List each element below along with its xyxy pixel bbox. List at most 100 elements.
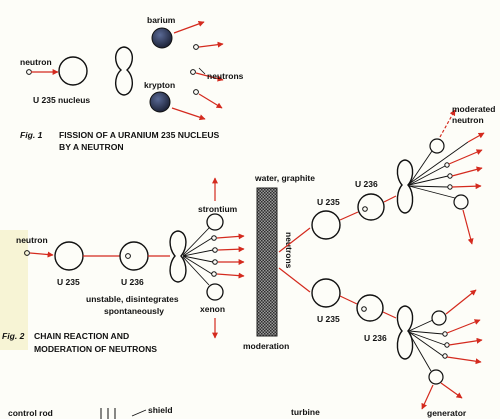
fig2-burst-6 [182,256,210,286]
fig2-lower-ray-4 [408,331,444,357]
fig2-burst-1 [182,227,210,256]
fig2-lower-arrow-b [446,319,481,334]
fig2-caption-line1: CHAIN REACTION AND [34,331,129,341]
fig2-emitted-neutrons [182,227,245,286]
fig2-lower-link-2 [382,311,397,319]
fig2-upper-link-1 [339,211,359,221]
fig2-upper-ray-5 [408,185,456,199]
fig1-neutron-1-arrow [198,41,224,48]
fig2-upper-fragment-top [429,138,445,154]
fig2-upper-fragment-bottom [453,194,469,210]
fig2-burst-4 [182,255,214,263]
fig3-shield-pointer [131,409,147,417]
fig2-lower-arrow-c [448,337,483,346]
fig1-neutrons-pointer [198,67,206,75]
fig2-upper-arrow-c [448,149,483,165]
fig2-burst-5 [182,255,213,275]
fig2-upper-ray-1 [408,150,433,186]
fig2-incoming-neutron [24,250,30,256]
fig1-neutrons-label: neutrons [207,71,244,81]
fig2-neutrons-vertical-label: neutrons [284,232,294,269]
fig2-lower-arrow-f [421,384,434,410]
fig1-caption-line2: BY A NEUTRON [59,142,124,152]
fig2-upper-neutron-3 [447,184,453,190]
fig2-upper-u236-absorbed [362,206,368,212]
fig1-group: neutron U 235 nucleus barium krypton neu… [20,15,244,121]
fig3-shield-label: shield [148,405,173,415]
fig2-upper-neutron-2 [447,173,453,179]
fig1-barium-fragment [151,27,173,49]
fig2-lower-fragment-top [431,310,447,326]
fig2-moderated-up [278,227,311,253]
fig2-lower-arrow-a [445,289,477,315]
fig1-incoming-neutron [26,69,32,75]
fig2-upper-arrow-f [462,209,474,245]
fig2-group: neutron U 235 U 236 unstable, disintegra… [16,104,495,410]
fig2-lower-ray-1 [408,319,434,332]
fig2-moderated-line2: neutron [452,115,484,125]
fig2-moderated-down [278,267,311,293]
fig2-u236-label: U 236 [121,277,144,287]
fig2-water-graphite-label: water, graphite [254,173,315,183]
fig2-caption-line2: MODERATION OF NEUTRONS [34,344,157,354]
fig3-turbine-label: turbine [291,407,320,417]
fig1-neutron-1 [193,44,199,50]
fig1-neutron-3 [193,89,199,95]
fig2-lower-splitting [396,305,414,360]
fig1-neutron-3-arrow [198,93,223,109]
fig1-barium-arrow [173,21,205,34]
fig2-burst-2 [182,237,213,257]
fig2-burst-3 [182,249,214,257]
fig2-lower-u236-absorbed [361,306,367,312]
fig2-upper-ray-3 [408,175,449,186]
fig2-emitted-neutron-3 [212,259,218,265]
fig2-emitted-neutron-1 [211,235,217,241]
fig2-lower-arrow-d [446,356,482,365]
fig2-upper-u235 [311,210,341,240]
fig2-emitted-neutron-2 [212,247,218,253]
fig2-unstable-line2: spontaneously [104,306,164,316]
fig2-neutron-arrow-b [217,246,245,253]
fig2-lower-u236-label: U 236 [364,333,387,343]
fig2-neutron-arrow [29,251,54,258]
fig2-upper-arrow-d [451,166,483,177]
fig2-upper-arrow-b [467,132,485,143]
fig2-upper-burst: moderated neutron [408,104,495,245]
fig2-lower-u235 [311,278,341,308]
fig2-lower-fragment-bottom [428,369,444,385]
fig2-lower-link-1 [339,295,358,305]
fig2-neutron-arrow-d [216,272,245,279]
fig2-number: Fig. 2 [2,331,25,341]
fig1-splitting-nucleus [115,46,133,96]
fig2-upper-ray-6 [408,141,469,185]
fig2-lower-neutron-3 [442,353,448,359]
fig2-moderated-line1: moderated [452,104,495,114]
fig2-upper-splitting [396,159,414,214]
fig2-xenon-fragment [206,283,224,301]
fig2-upper-link-2 [383,195,397,203]
fig1-caption: Fig. 1 FISSION OF A URANIUM 235 NUCLEUS … [20,130,220,152]
fig3-generator-label: generator [427,408,467,418]
fig2-neutron-label: neutron [16,235,48,245]
fig2-upper-neutron-1 [444,162,450,168]
fig2-caption: Fig. 2 CHAIN REACTION AND MODERATION OF … [2,331,157,354]
fig2-moderator-block [256,187,278,337]
fig1-neutron-label: neutron [20,57,52,67]
fig1-krypton-arrow [171,107,206,121]
fig1-neutron-2-arrow [195,72,224,82]
fig2-splitting-nucleus [169,230,187,283]
fig3-left-label: control rod [8,408,53,418]
fig2-upper-u236 [357,193,385,221]
fig1-neutron-2 [190,69,196,75]
fig2-strontium-fragment [206,213,224,231]
fig2-upper-arrow-e [451,183,482,190]
fig2-moderation-label: moderation [243,341,289,351]
fig2-u236-nucleus [119,241,149,271]
fig2-upper-ray-4 [408,185,449,188]
fig2-emitted-neutron-4 [211,271,217,277]
fig2-u235-nucleus [54,241,84,271]
fig2-upper-u236-label: U 236 [355,179,378,189]
fig1-barium-label: barium [147,15,176,25]
fig2-unstable-line1: unstable, disintegrates [86,294,179,304]
fig1-krypton-fragment [149,91,171,113]
